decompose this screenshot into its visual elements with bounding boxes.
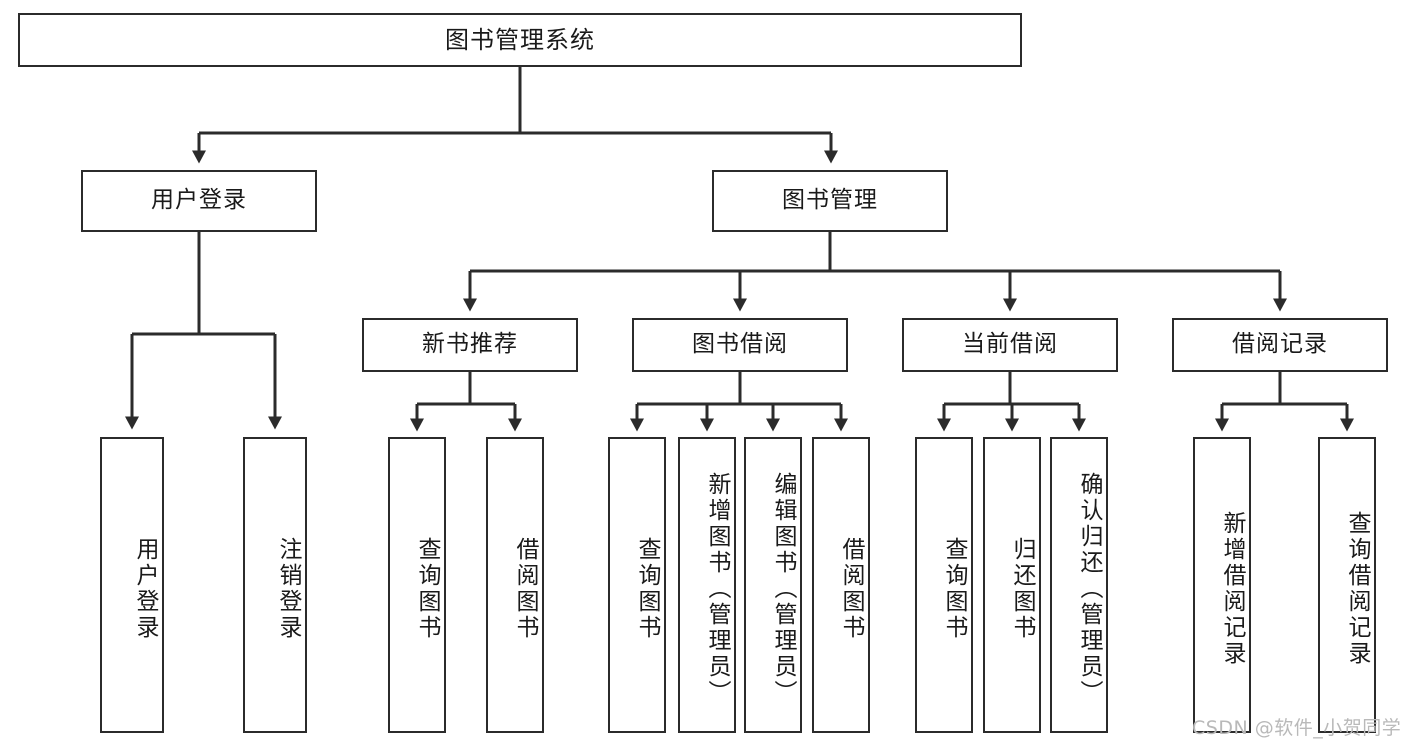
node-label: 当前借阅 [962, 331, 1058, 358]
node-label: 新增图书（管理员） [704, 472, 730, 706]
node-label: 图书借阅 [692, 331, 788, 358]
leaf-return-book[interactable]: 归还图书 [983, 437, 1041, 733]
node-label: 图书管理系统 [445, 25, 595, 54]
leaf-add-borrow-record[interactable]: 新增借阅记录 [1193, 437, 1251, 733]
node-book-borrow[interactable]: 图书借阅 [632, 318, 848, 372]
node-root-system[interactable]: 图书管理系统 [18, 13, 1022, 67]
node-label: 查询图书 [634, 537, 660, 641]
csdn-watermark: CSDN @软件_小贺同学 [1192, 717, 1402, 739]
node-label: 借阅图书 [512, 537, 538, 641]
leaf-query-book-recommendation[interactable]: 查询图书 [388, 437, 446, 733]
node-new-book-recommendation[interactable]: 新书推荐 [362, 318, 578, 372]
leaf-borrow-book[interactable]: 借阅图书 [812, 437, 870, 733]
leaf-query-borrow-record[interactable]: 查询借阅记录 [1318, 437, 1376, 733]
node-label: 确认归还（管理员） [1076, 472, 1102, 706]
node-book-management-module[interactable]: 图书管理 [712, 170, 948, 232]
leaf-confirm-return-admin[interactable]: 确认归还（管理员） [1050, 437, 1108, 733]
leaf-add-book-admin[interactable]: 新增图书（管理员） [678, 437, 736, 733]
leaf-edit-book-admin[interactable]: 编辑图书（管理员） [744, 437, 802, 733]
node-label: 借阅记录 [1232, 331, 1328, 358]
node-user-login-module[interactable]: 用户登录 [81, 170, 317, 232]
leaf-user-login[interactable]: 用户登录 [100, 437, 164, 733]
leaf-query-book-borrow[interactable]: 查询图书 [608, 437, 666, 733]
node-label: 归还图书 [1009, 537, 1035, 641]
leaf-borrow-book-recommendation[interactable]: 借阅图书 [486, 437, 544, 733]
node-label: 新书推荐 [422, 331, 518, 358]
node-label: 编辑图书（管理员） [770, 472, 796, 706]
node-label: 图书管理 [782, 187, 878, 214]
node-label: 借阅图书 [838, 537, 864, 641]
node-label: 查询借阅记录 [1344, 511, 1370, 667]
leaf-logout[interactable]: 注销登录 [243, 437, 307, 733]
node-label: 用户登录 [151, 187, 247, 214]
node-label: 用户登录 [132, 537, 158, 641]
node-label: 查询图书 [941, 537, 967, 641]
leaf-query-book-current[interactable]: 查询图书 [915, 437, 973, 733]
node-current-borrow[interactable]: 当前借阅 [902, 318, 1118, 372]
node-label: 查询图书 [414, 537, 440, 641]
node-label: 注销登录 [275, 537, 301, 641]
node-label: 新增借阅记录 [1219, 511, 1245, 667]
node-borrow-record[interactable]: 借阅记录 [1172, 318, 1388, 372]
